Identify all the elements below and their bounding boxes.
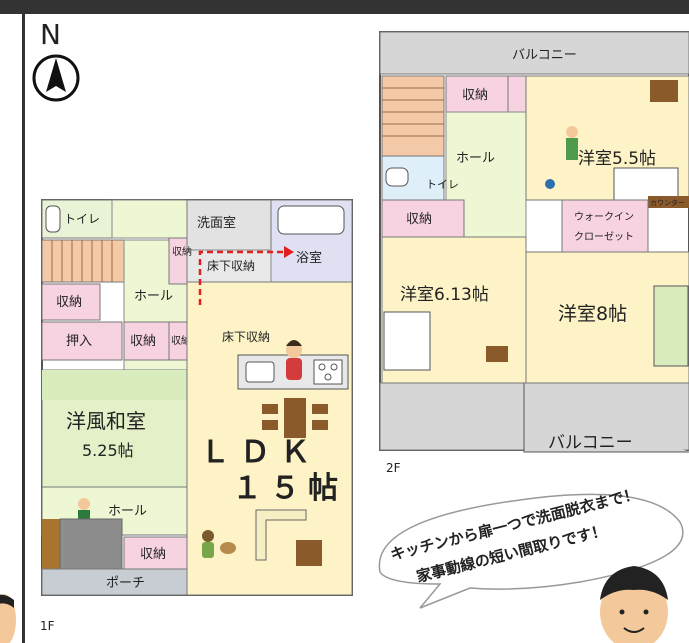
f2-hall-label: ホール [456, 151, 495, 166]
route-arrow-icon [284, 246, 294, 258]
f2-walkin-line1: ウォークイン [574, 211, 634, 223]
sink-icon [245, 361, 275, 383]
top-band [0, 0, 689, 14]
speech-bubble: キッチンから扉一つで洗面脱衣まで！ 家事動線の短い間取りです！ [378, 485, 684, 609]
f2-room55-label: 洋室5.5帖 [578, 149, 656, 169]
tv-table [296, 540, 322, 566]
f1-stairs [41, 239, 125, 283]
left-rule [22, 14, 25, 643]
compass-letter: N [40, 18, 61, 51]
f1-yofuwa-name: 洋風和室 [66, 409, 146, 433]
f1-underfloor-kitchen-label: 床下収納 [222, 330, 270, 344]
f1-storage-mid [123, 321, 170, 361]
floor2-plan: バルコニー 収納 収納 ホール トイレ 収納 洋室5.5帖 [379, 31, 689, 475]
toilet-fixture-icon [45, 205, 61, 233]
f2-bed-613 [383, 311, 431, 371]
f2-toilet-label: トイレ [426, 178, 459, 191]
f1-storage-entry-label: 収納 [140, 547, 166, 562]
f1-washroom [186, 199, 272, 251]
f1-oshiire-label: 押入 [66, 334, 92, 349]
f2-toilet-fixture-icon [385, 167, 409, 187]
f2-storage-top-label: 収納 [462, 88, 488, 103]
compass-arrow-icon [46, 58, 66, 92]
chore-route-line [198, 250, 284, 305]
bathtub-icon [277, 205, 345, 235]
f1-corridor [111, 199, 188, 239]
shoe-cabinet [42, 519, 60, 569]
f1-porch-label: ポーチ [106, 576, 145, 591]
f2-desk [650, 80, 678, 102]
floor1-plan: トイレ 洗面室 浴室 床下収納 ホール 収納 押入 収納 [40, 199, 353, 633]
f1-washroom-label: 洗面室 [197, 215, 236, 231]
f2-counter-label: カウンター [650, 198, 685, 207]
f1-underfloor-top-label: 床下収納 [207, 259, 255, 273]
f1-bath-label: 浴室 [296, 250, 322, 266]
f1-storage-left [41, 283, 101, 321]
f1-storage-v1-label: 収納 [172, 245, 192, 258]
f1-yofuwa-engawa [42, 370, 187, 400]
f1-storage-mid-label: 収納 [130, 334, 156, 349]
f1-storage-entry [123, 536, 188, 570]
f2-balcony-top-label: バルコニー [512, 48, 577, 63]
f1-porch [41, 568, 188, 596]
north-compass: N [32, 18, 80, 102]
f1-oshiire [41, 321, 123, 361]
f1-storage-v2-label: 収納 [171, 334, 191, 347]
f1-caption: 1F [40, 619, 55, 633]
f2-balcony-step [523, 383, 689, 453]
f2-room8-label: 洋室8帖 [558, 303, 627, 325]
f2-storage-top [445, 75, 509, 113]
f2-storage-left-label: 収納 [406, 212, 432, 227]
man-character-icon [600, 566, 668, 643]
f1-ldk [186, 281, 353, 596]
f1-toilet-label: トイレ [64, 212, 100, 226]
bubble-shape [378, 493, 684, 609]
f1-yofuwa-size: 5.25帖 [82, 441, 134, 460]
f2-balcony-bottom-label: バルコニー [548, 433, 633, 453]
f1-storage-vertical-1 [168, 237, 188, 285]
f2-walkin-line2: クローゼット [574, 231, 634, 243]
f2-walkin-closet [561, 199, 649, 253]
f2-bed-55 [613, 167, 679, 201]
f1-stair-steps [51, 240, 113, 282]
sofa-icon [255, 509, 307, 561]
genkan-floor [59, 518, 123, 570]
f1-ldk-name: ＬＤＫ [200, 435, 320, 470]
f2-counter [648, 196, 689, 208]
f2-desk-613 [486, 346, 508, 362]
partial-character-icon [0, 594, 16, 643]
f1-hall-entry-label: ホール [108, 504, 147, 519]
f2-stair-steps [382, 87, 444, 137]
cleaner-person-icon [545, 126, 578, 189]
f2-caption: 2F [386, 461, 401, 475]
f1-ldk-size: １５帖 [232, 471, 346, 506]
f2-bed-8 [653, 285, 689, 367]
dining-table [284, 398, 306, 438]
pets-icon [202, 530, 236, 558]
f2-room613-label: 洋室6.13帖 [400, 285, 489, 305]
f1-storage-left-label: 収納 [56, 295, 82, 310]
f1-hall-top-label: ホール [134, 289, 173, 304]
cook-person-icon [286, 340, 302, 380]
f2-balcony-top [379, 31, 689, 75]
